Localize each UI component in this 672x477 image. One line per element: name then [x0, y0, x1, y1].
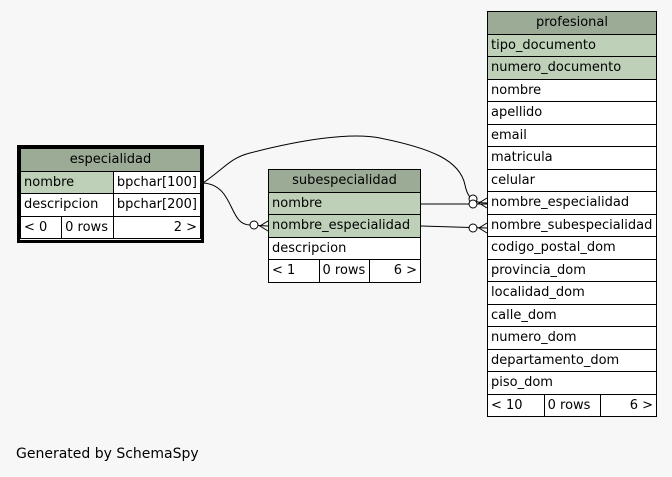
column-name: calle_dom	[487, 303, 657, 327]
column-name: nombre_especialidad	[268, 214, 421, 238]
column-name: celular	[487, 168, 657, 192]
column-name: nombre_especialidad	[487, 191, 657, 215]
especialidad-frame	[17, 145, 204, 243]
edge-optional-marker	[249, 220, 259, 230]
column-name: apellido	[487, 101, 657, 125]
row-count: 0 rows	[318, 259, 371, 283]
edge-especialidad-subespecialidad	[202, 182, 269, 227]
column-name: matricula	[487, 146, 657, 170]
table-title[interactable]: subespecialidad	[268, 169, 421, 193]
column-name: nombre_subespecialidad	[487, 213, 657, 237]
column-type: bpchar[200]	[112, 193, 202, 217]
column-name: departamento_dom	[487, 348, 657, 372]
row-count: 0 rows	[61, 215, 114, 239]
children-link[interactable]: 6 >	[599, 393, 657, 417]
table-especialidad[interactable]: especialidad nombre bpchar[100] descripc…	[19, 148, 202, 239]
column-name: tipo_documento	[487, 33, 657, 57]
column-name: nombre	[268, 191, 421, 215]
edge-subespecialidad-profesional-2	[420, 225, 488, 229]
parents-link[interactable]: < 10	[487, 393, 545, 417]
edge-optional-marker	[468, 194, 478, 204]
column-name: nombre	[487, 78, 657, 102]
table-title[interactable]: especialidad	[20, 148, 201, 172]
column-name: descripcion	[20, 193, 114, 217]
table-title[interactable]: profesional	[487, 11, 657, 35]
parents-link[interactable]: < 0	[19, 215, 63, 239]
edge-crowsfoot	[478, 222, 488, 234]
column-name: piso_dom	[487, 371, 657, 395]
column-name: codigo_postal_dom	[487, 236, 657, 260]
children-link[interactable]: 6 >	[369, 259, 421, 283]
column-type: bpchar[100]	[112, 170, 202, 194]
edge-crowsfoot	[259, 220, 269, 232]
edge-optional-marker	[468, 223, 478, 233]
column-name: nombre	[20, 170, 114, 194]
edge-crowsfoot	[478, 197, 488, 209]
parents-link[interactable]: < 1	[268, 259, 320, 283]
edge-optional-marker	[468, 199, 478, 209]
table-subespecialidad[interactable]: subespecialidad nombre nombre_especialid…	[268, 169, 421, 283]
row-count: 0 rows	[543, 393, 601, 417]
column-name: localidad_dom	[487, 281, 657, 305]
column-name: provincia_dom	[487, 258, 657, 282]
column-name: descripcion	[268, 236, 421, 260]
column-name: numero_documento	[487, 56, 657, 80]
column-name: email	[487, 123, 657, 147]
table-profesional[interactable]: profesional tipo_documento numero_docume…	[487, 11, 657, 417]
children-link[interactable]: 2 >	[112, 215, 202, 239]
column-name: numero_dom	[487, 326, 657, 350]
generated-by-label: Generated by SchemaSpy	[16, 446, 199, 462]
